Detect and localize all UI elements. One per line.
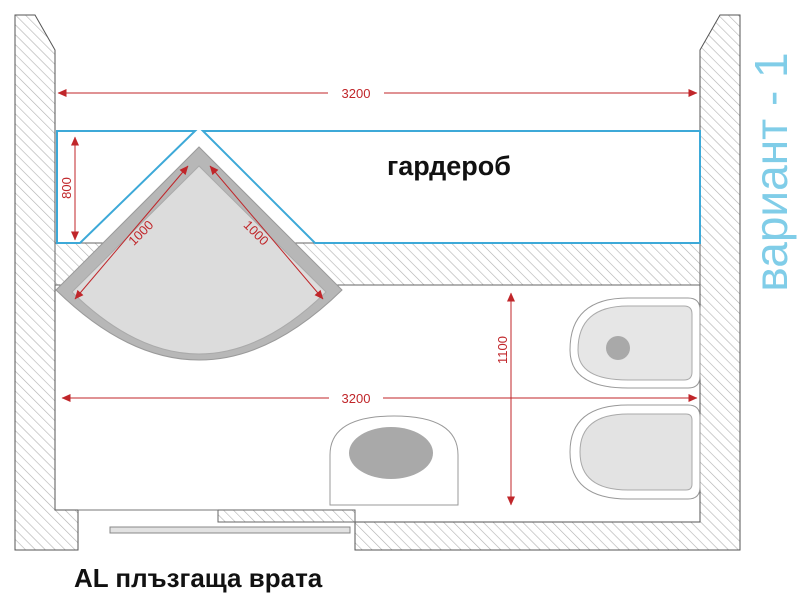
toilet-bowl — [579, 413, 693, 491]
bidet — [569, 297, 701, 389]
dimension-wardrobe-depth: 800 — [59, 136, 79, 241]
toilet — [569, 404, 701, 500]
dimension-bottom-label: 3200 — [342, 391, 371, 406]
washbasin-bowl — [349, 427, 433, 479]
dimension-wardrobe-depth-label: 800 — [59, 177, 74, 199]
dimension-bottom: 3200 — [61, 389, 698, 406]
corner-shower: 1000 1000 — [55, 146, 343, 361]
shower-tray-inner — [71, 165, 327, 355]
door-jamb — [217, 509, 356, 523]
dimension-room-depth-label: 1100 — [495, 336, 510, 364]
sliding-door-caption: AL плъзгаща врата — [74, 563, 323, 593]
sliding-door-panel — [109, 526, 351, 534]
dimension-top: 3200 — [57, 84, 698, 101]
bidet-drain — [606, 336, 630, 360]
wardrobe-label: гардероб — [387, 151, 511, 181]
shower-dim-line-left — [74, 165, 189, 300]
dimension-top-label: 3200 — [342, 86, 371, 101]
left-wall — [14, 14, 79, 551]
variant-label: вариант - 1 — [745, 52, 797, 291]
washbasin — [329, 415, 459, 506]
dimension-room-depth: 1100 — [495, 292, 515, 506]
shower-dim-line-right — [209, 165, 324, 300]
bidet-bowl — [577, 305, 693, 381]
right-wall — [354, 14, 741, 551]
